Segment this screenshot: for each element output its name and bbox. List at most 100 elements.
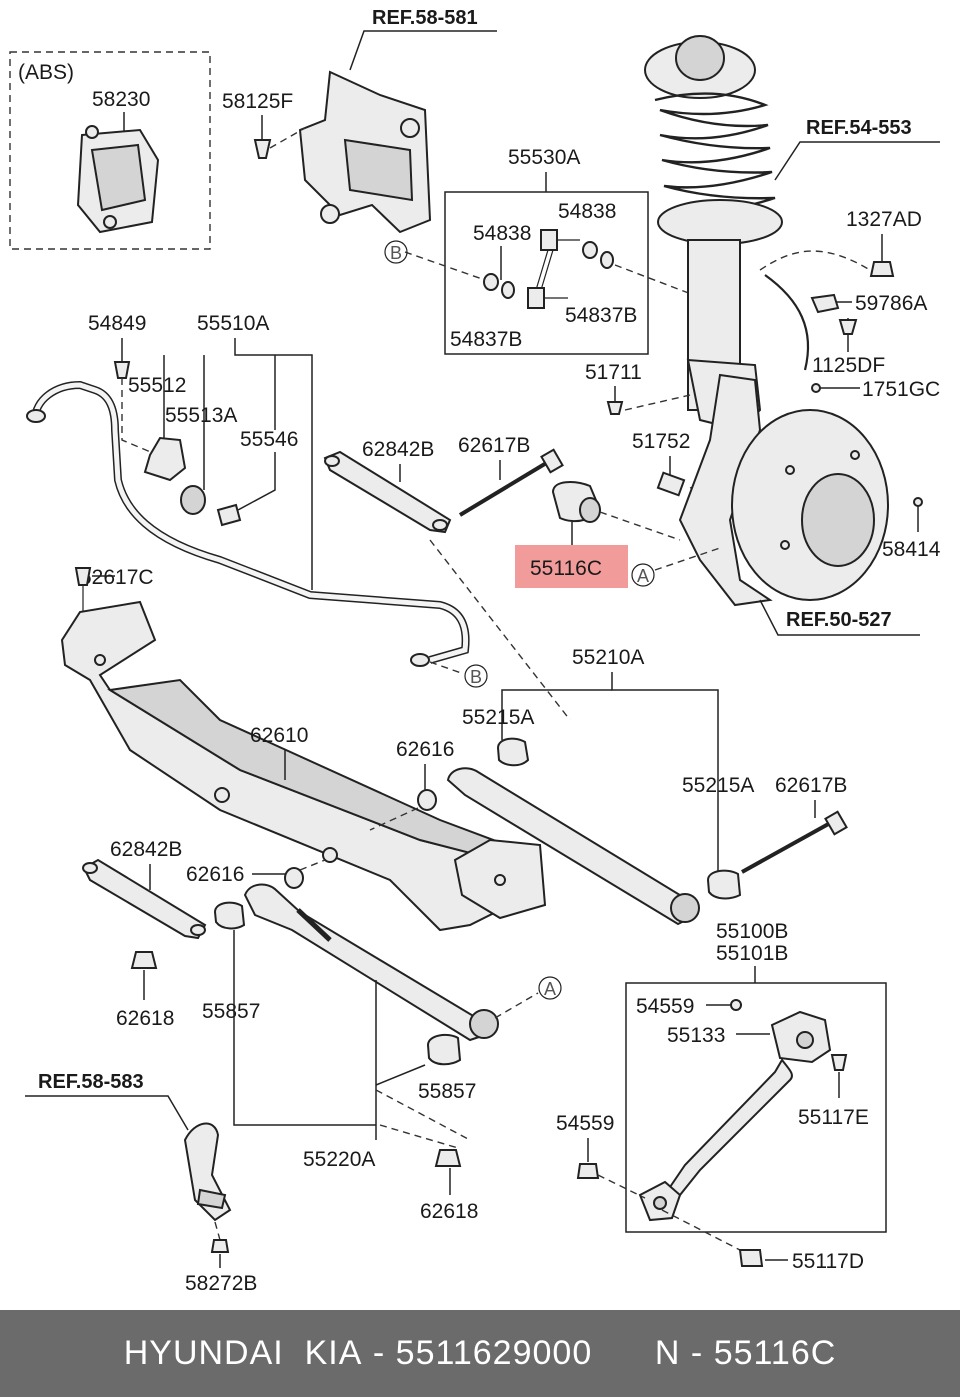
footer-part-number: 55116C — [713, 1334, 837, 1372]
bolt-58272B — [210, 1239, 230, 1253]
bushing-55215A-left — [496, 737, 530, 767]
footer-separator-1: - — [362, 1334, 396, 1372]
label-62610[interactable]: 62610 — [250, 724, 308, 747]
lateral-arm-part — [446, 767, 700, 926]
label-1327AD[interactable]: 1327AD — [846, 208, 922, 231]
label-59786A[interactable]: 59786A — [855, 292, 927, 315]
bolt-51711 — [606, 401, 624, 415]
part-number-footer: HYUNDAI KIA - 5511629000 N - 55116C — [0, 1310, 960, 1397]
nut-1327AD — [869, 261, 895, 277]
label-62842B-lower[interactable]: 62842B — [110, 838, 182, 861]
bolt-58125F — [253, 139, 272, 159]
label-54849[interactable]: 54849 — [88, 312, 146, 335]
bolt-62617B-lower — [741, 810, 848, 874]
label-abs: (ABS) — [18, 61, 74, 84]
label-55100B[interactable]: 55100B — [716, 920, 788, 943]
label-54837B-right[interactable]: 54837B — [565, 304, 637, 327]
caliper-bracket-part — [298, 70, 432, 234]
label-55530A[interactable]: 55530A — [508, 146, 580, 169]
label-58125F[interactable]: 58125F — [222, 90, 293, 113]
label-58272B[interactable]: 58272B — [185, 1272, 257, 1295]
callout-a-bottom — [538, 976, 562, 1000]
footer-oem-number: 5511629000 — [395, 1334, 593, 1372]
trailing-link-lower-part — [82, 858, 207, 940]
label-62617B-lower[interactable]: 62617B — [775, 774, 847, 797]
label-55101B[interactable]: 55101B — [716, 942, 788, 965]
label-54838-right[interactable]: 54838 — [558, 200, 616, 223]
bolt-62617B-upper — [458, 448, 564, 517]
nut-54559-outer — [576, 1163, 600, 1179]
bolt-55117E — [830, 1054, 848, 1071]
label-54559-outer[interactable]: 54559 — [556, 1112, 614, 1135]
bolt-55117D — [738, 1249, 764, 1267]
label-55546[interactable]: 55546 — [240, 428, 298, 451]
label-54559-inner[interactable]: 54559 — [636, 995, 694, 1018]
knuckle-disc-part — [678, 373, 889, 607]
label-62618-right[interactable]: 62618 — [420, 1200, 478, 1223]
label-55210A[interactable]: 55210A — [572, 646, 644, 669]
callout-b-top — [384, 240, 408, 264]
nut-54559-inner — [730, 999, 742, 1011]
label-55512[interactable]: 55512 — [128, 374, 186, 397]
label-62616-upper[interactable]: 62616 — [396, 738, 454, 761]
parts-diagram: (ABS) 58230 REF.58-581 58125F 55530A 548… — [9, 7, 941, 1295]
label-ref-50-527[interactable]: REF.50-527 — [786, 609, 892, 631]
label-1125DF[interactable]: 1125DF — [812, 354, 885, 377]
link-kit-box — [444, 191, 649, 355]
washer-62616-upper — [417, 789, 437, 811]
label-62617C[interactable]: 62617C — [80, 566, 154, 589]
lower-arm-part — [213, 883, 499, 1042]
label-ref-58-581[interactable]: REF.58-581 — [372, 7, 478, 29]
brake-hose-bracket-part — [183, 1122, 232, 1222]
label-55133[interactable]: 55133 — [667, 1024, 725, 1047]
label-55857-left[interactable]: 55857 — [202, 1000, 260, 1023]
nut-62618-left — [130, 951, 158, 969]
nut-62618-right — [434, 1149, 462, 1167]
trailing-link-upper-part — [323, 450, 452, 534]
part-1751GC — [811, 383, 821, 393]
bushing-55857-right — [426, 1033, 462, 1066]
callout-b-bottom-letter: B — [470, 667, 482, 687]
label-55117E[interactable]: 55117E — [798, 1106, 869, 1129]
footer-separator-2: - — [680, 1334, 714, 1372]
label-55117D[interactable]: 55117D — [792, 1250, 864, 1273]
bushing-55215A-right — [706, 869, 742, 900]
strut-spring-part — [644, 35, 783, 432]
stabilizer-bar-part — [26, 380, 470, 667]
label-51711[interactable]: 51711 — [585, 361, 642, 384]
callout-b-bottom — [464, 664, 488, 688]
trailing-arm-part — [638, 1010, 832, 1222]
callout-a-bottom-letter: A — [544, 979, 556, 999]
label-62618-left[interactable]: 62618 — [116, 1007, 174, 1030]
bolt-51752 — [656, 471, 686, 497]
label-ref-54-553[interactable]: REF.54-553 — [806, 117, 912, 139]
bolt-62617C — [74, 567, 92, 586]
label-ref-58-583[interactable]: REF.58-583 — [38, 1071, 144, 1093]
label-55513A[interactable]: 55513A — [165, 404, 237, 427]
stabilizer-link-part — [483, 229, 614, 309]
bolt-1125DF — [838, 319, 858, 335]
label-62616-lower[interactable]: 62616 — [186, 863, 244, 886]
callout-a-top-letter: A — [637, 566, 649, 586]
label-62842B-upper[interactable]: 62842B — [362, 438, 434, 461]
abs-box — [9, 51, 211, 250]
label-62617B-upper[interactable]: 62617B — [458, 434, 530, 457]
bolt-54849 — [113, 361, 131, 379]
label-55215A-right[interactable]: 55215A — [682, 774, 754, 797]
sensor-wire — [764, 274, 810, 371]
label-58414[interactable]: 58414 — [882, 538, 941, 561]
footer-gap — [592, 1334, 655, 1373]
label-55220A[interactable]: 55220A — [303, 1148, 375, 1171]
label-55116C[interactable]: 55116C — [530, 557, 602, 580]
label-55510A[interactable]: 55510A — [197, 312, 269, 335]
label-51752[interactable]: 51752 — [632, 430, 690, 453]
label-58230[interactable]: 58230 — [92, 88, 150, 111]
label-55857-right[interactable]: 55857 — [418, 1080, 476, 1103]
label-54837B-left[interactable]: 54837B — [450, 328, 522, 351]
label-1751GC[interactable]: 1751GC — [862, 378, 940, 401]
crossmember-part — [60, 600, 547, 932]
label-55215A-left[interactable]: 55215A — [462, 706, 534, 729]
label-54838-left[interactable]: 54838 — [473, 222, 531, 245]
callout-b-top-letter: B — [390, 243, 402, 263]
